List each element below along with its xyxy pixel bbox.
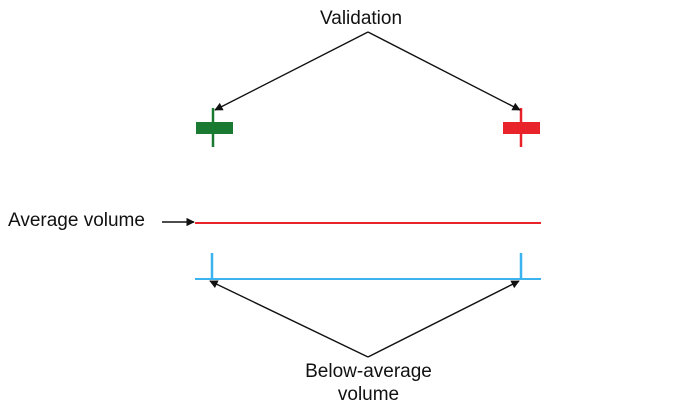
below-average-arrow-left xyxy=(209,280,369,358)
validation-arrow-right xyxy=(367,31,521,111)
validation-label: Validation xyxy=(320,8,403,29)
average-volume-label: Average volume xyxy=(8,210,145,231)
bearish-candle xyxy=(503,108,540,147)
validation-arrow-left xyxy=(214,31,369,111)
below-average-volume-label: Below-average volume xyxy=(296,361,441,407)
below-average-volume-label-line2: volume xyxy=(337,383,400,405)
below-average-volume-label-line1: Below-average xyxy=(305,361,432,382)
below-average-arrow-right xyxy=(367,280,520,358)
bearish-candle-body xyxy=(503,122,540,134)
bullish-candle-body xyxy=(196,122,233,134)
bullish-candle xyxy=(196,108,233,147)
